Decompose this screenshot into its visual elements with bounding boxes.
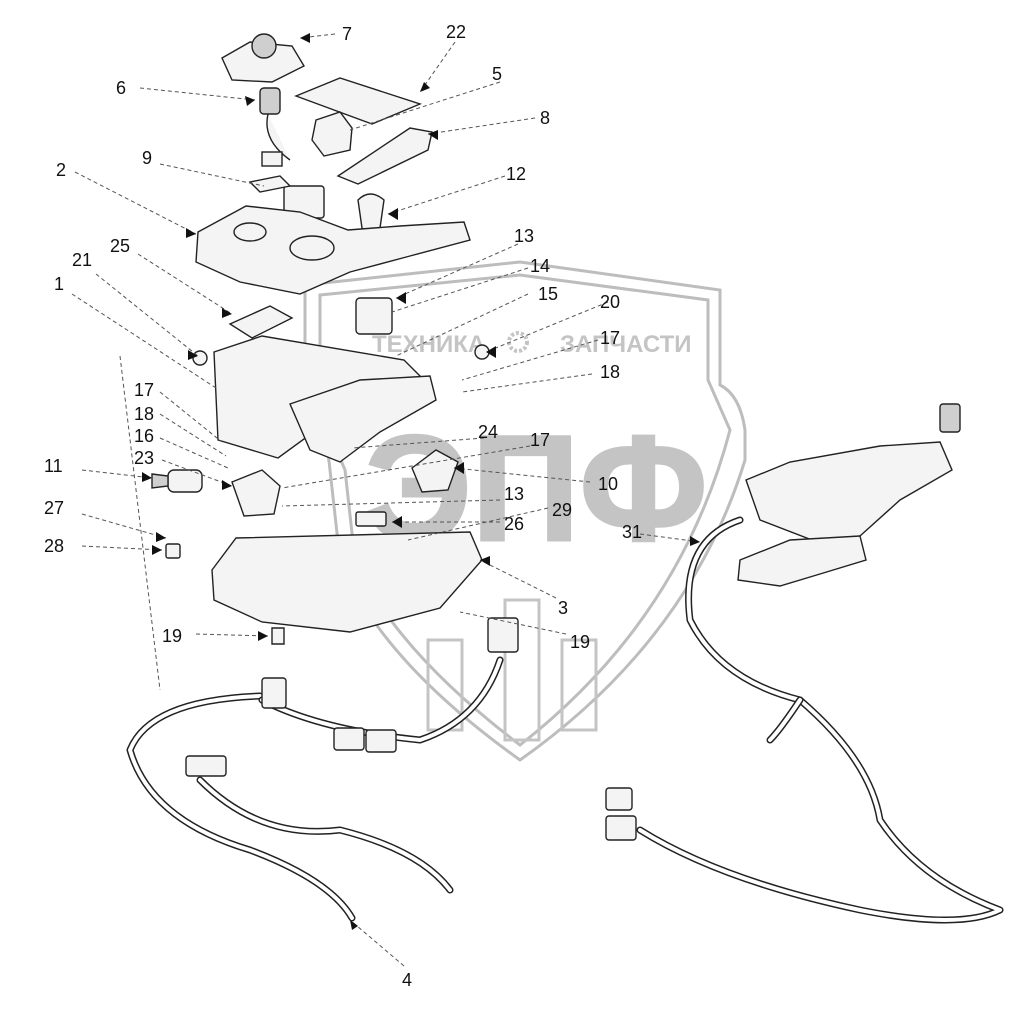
part-right-plug <box>939 403 961 433</box>
part-switch-5 <box>311 111 353 157</box>
part-bracket-1 <box>289 375 437 463</box>
callout-17-left: 17 <box>134 380 154 400</box>
joystick-knob <box>251 33 277 59</box>
callout-27: 27 <box>44 498 64 518</box>
harness-connector-d <box>185 755 227 777</box>
callout-1: 1 <box>54 274 64 294</box>
part-relay-14 <box>355 297 393 335</box>
part-clip-28 <box>165 543 181 559</box>
part-joystick <box>221 41 305 83</box>
callout-11: 11 <box>44 456 63 476</box>
cover-hole-b <box>289 235 335 261</box>
callout-31: 31 <box>622 522 642 542</box>
part-knob-12 <box>357 193 385 233</box>
callout-17-mid: 17 <box>530 430 550 450</box>
harness-connector-e <box>261 677 287 709</box>
part-bracket-23 <box>231 469 281 517</box>
callout-12: 12 <box>506 164 526 184</box>
callout-14: 14 <box>530 256 550 276</box>
harness-connector-f <box>333 727 365 751</box>
part-gasket-top <box>294 77 423 125</box>
part-connector-6-plug <box>261 151 283 167</box>
watermark-brand-left: ТЕХНИКА <box>372 331 485 358</box>
arrowheads <box>142 33 700 930</box>
callout-18-right: 18 <box>600 362 620 382</box>
callout-13-mid: 13 <box>504 484 524 504</box>
callout-25: 25 <box>110 236 130 256</box>
harness-connector-c <box>487 617 519 653</box>
keyswitch-key <box>151 473 169 489</box>
part-panel-8 <box>336 127 433 185</box>
callout-5: 5 <box>492 64 502 84</box>
callout-15: 15 <box>538 284 558 304</box>
harness-connector-b <box>605 815 637 841</box>
callout-7: 7 <box>342 24 352 44</box>
callout-18-left: 18 <box>134 404 154 424</box>
callout-19-left: 19 <box>162 626 182 646</box>
callout-21: 21 <box>72 250 92 270</box>
callout-10: 10 <box>598 474 618 494</box>
part-housing-3 <box>211 531 483 633</box>
part-connector-6-cable <box>266 113 291 161</box>
part-block-29 <box>355 511 387 527</box>
callout-23: 23 <box>134 448 154 468</box>
callout-8: 8 <box>540 108 550 128</box>
callout-2: 2 <box>56 160 66 180</box>
callout-20: 20 <box>600 292 620 312</box>
callout-labels: 7 22 5 6 8 9 12 2 13 14 15 20 17 18 21 2… <box>44 22 642 990</box>
part-right-console <box>745 441 953 541</box>
cover-hole-a <box>233 222 267 242</box>
callout-22: 22 <box>446 22 466 42</box>
callout-26: 26 <box>504 514 524 534</box>
callout-24: 24 <box>478 422 498 442</box>
part-plate-25 <box>228 305 294 339</box>
callout-3: 3 <box>558 598 568 618</box>
part-bolt-19 <box>271 627 285 645</box>
part-right-bracket <box>737 535 867 587</box>
harness-left-loop <box>196 776 454 894</box>
callout-16: 16 <box>134 426 154 446</box>
watermark-brand-right: ЗАПЧАСТИ <box>560 331 692 358</box>
callout-19-right: 19 <box>570 632 590 652</box>
callout-9: 9 <box>142 148 152 168</box>
part-plate-9 <box>248 175 292 193</box>
callout-29: 29 <box>552 500 572 520</box>
gear-icon <box>507 331 529 353</box>
harness-connector-g <box>365 729 397 753</box>
callout-28: 28 <box>44 536 64 556</box>
wire-harnesses <box>126 516 1004 924</box>
callout-4: 4 <box>402 970 412 990</box>
watermark-shield <box>303 260 747 762</box>
callout-6: 6 <box>116 78 126 98</box>
parts <box>151 33 961 645</box>
part-connector-6 <box>259 87 281 115</box>
leader-lines <box>71 33 701 967</box>
callout-17-right: 17 <box>600 328 620 348</box>
watermark: ТЕХНИКА ЗАПЧАСТИ ЭПФ <box>303 260 747 762</box>
callout-13-top: 13 <box>514 226 534 246</box>
harness-connector-a <box>605 787 633 811</box>
